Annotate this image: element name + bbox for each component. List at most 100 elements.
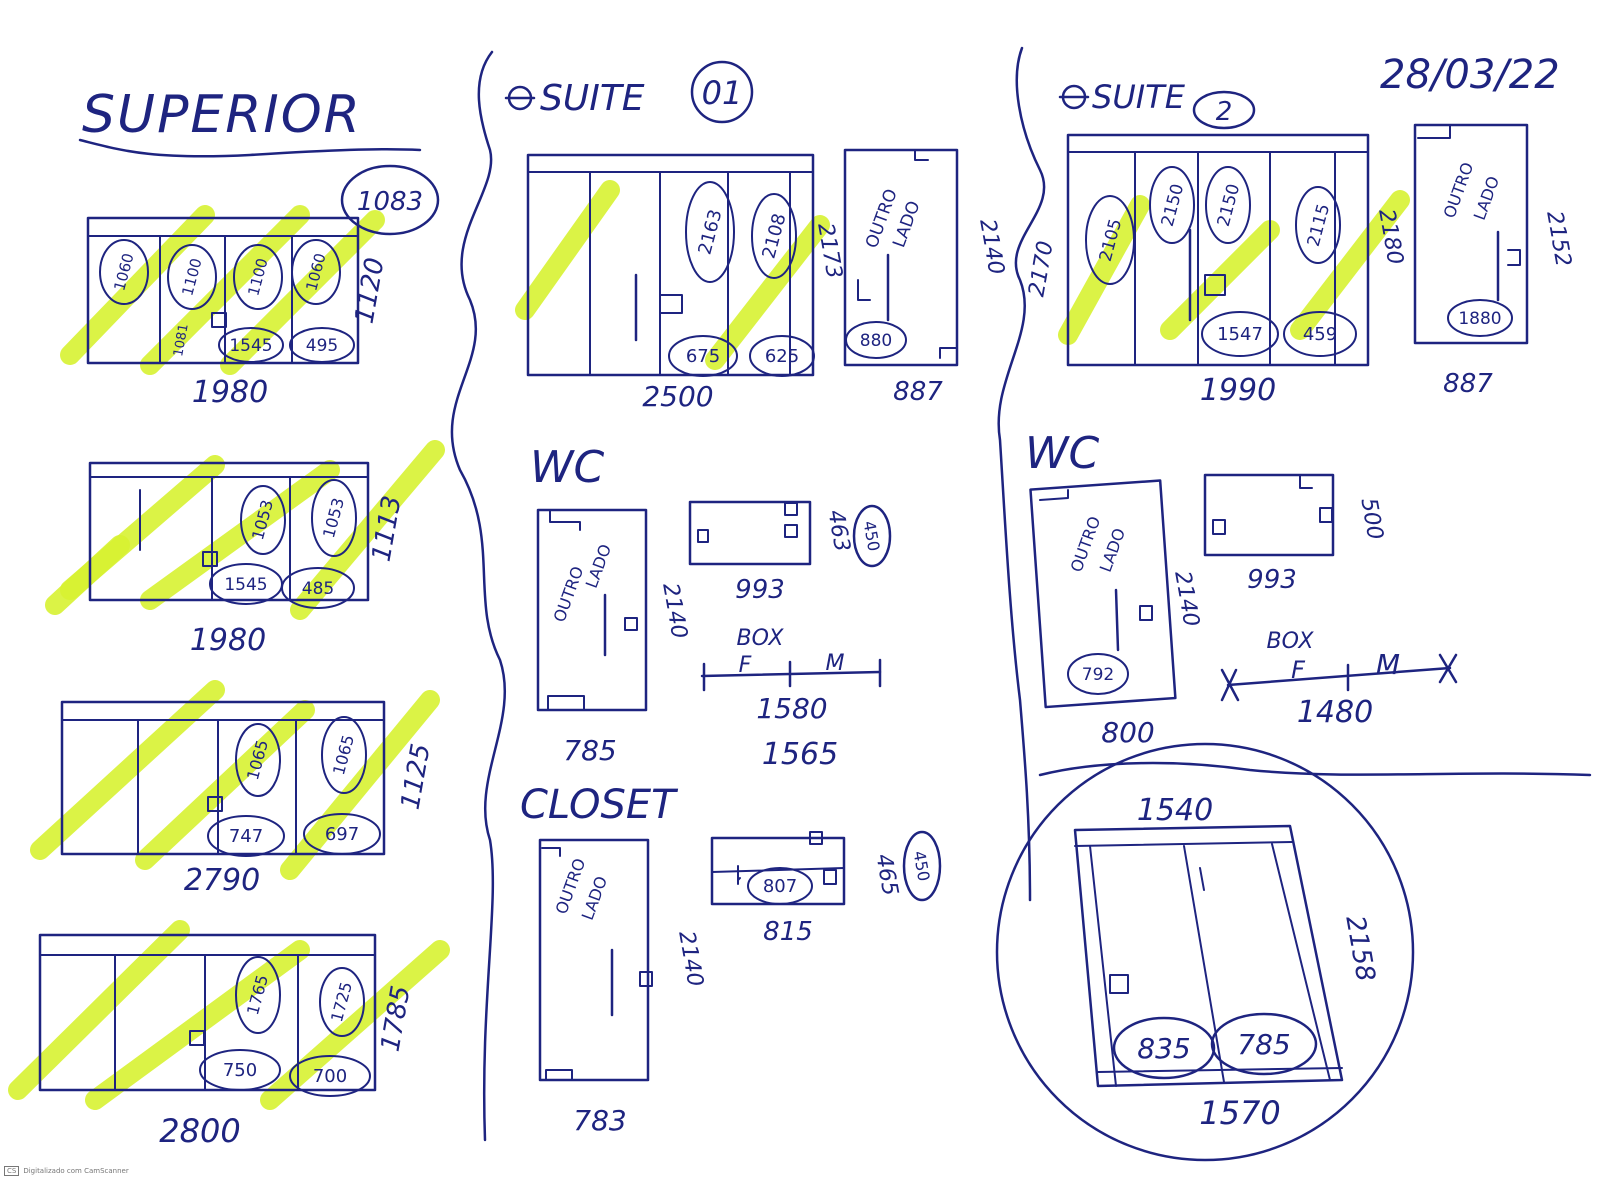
suite1-door-height: 2140 — [974, 217, 1008, 276]
suite1-number: 01 — [702, 74, 743, 112]
superior-u1-handle-2: 495 — [306, 336, 338, 356]
suite2-wc-box: 993 500 — [1203, 473, 1387, 595]
suite1-door-width: 887 — [893, 377, 943, 407]
suite2-main-label-2: 2150 — [1158, 182, 1189, 229]
superior-title: SUPERIOR — [82, 85, 362, 145]
suite2-main-handle-2: 459 — [1303, 324, 1337, 345]
suite1-door-handle: 880 — [860, 331, 892, 351]
round-height: 2158 — [1339, 913, 1380, 983]
superior-u3-label-1: 1065 — [243, 738, 272, 782]
suite1-closet-door: OUTRO LADO 2140 783 — [538, 838, 708, 1137]
suite1-closet-box-width: 815 — [763, 917, 813, 947]
suite2-wc-ruler: BOX F M 1480 — [1220, 629, 1458, 730]
suite2-title: SUITE — [1092, 78, 1186, 116]
suite1-closet-door-text2: LADO — [578, 874, 611, 923]
suite1-wc-box-frame — [688, 500, 812, 566]
round-detail-circle — [995, 742, 1415, 1162]
suite2-main-height: 2170 — [1024, 239, 1058, 298]
suite1-wc-ruler-f: F — [739, 653, 752, 678]
suite2-wc-box-frame — [1203, 473, 1335, 557]
superior-unit-1: 1060 1100 1100 1060 1545 495 1081 1083 1… — [60, 164, 440, 410]
suite1-closet-door-width: 783 — [573, 1104, 626, 1137]
suite1-wc-door-text1: OUTRO — [550, 564, 588, 625]
suite1-wc-ruler: BOX F M 1580 1565 — [700, 626, 882, 772]
suite1-wc-box-height: 463 — [822, 508, 854, 554]
round-top: 1540 — [1137, 793, 1213, 828]
round-bottom: 1570 — [1199, 1094, 1280, 1132]
superior-u2-handle-1: 1545 — [224, 575, 267, 595]
suite1-closet-box-inner: 807 — [763, 876, 797, 897]
suite2-wc-title: WC — [1025, 428, 1100, 479]
suite2-wc-box-width: 993 — [1247, 565, 1297, 595]
superior-title-underline — [78, 138, 422, 158]
superior-unit-3: 1065 1065 747 697 1125 2790 — [30, 680, 440, 898]
suite2-main-handle-1: 1547 — [1217, 324, 1263, 345]
suite1-closet-box-circle: 450 — [909, 849, 933, 882]
superior-u1-corner: 1083 — [357, 187, 423, 217]
suite1-closet-door-height: 2140 — [673, 929, 707, 988]
suite1-closet-door-frame — [538, 838, 650, 1082]
suite2-wc-door-height: 2140 — [1169, 569, 1203, 628]
suite2-door-text2: LADO — [1470, 174, 1503, 223]
suite2-main-height2: 2180 — [1373, 207, 1407, 266]
round-handle-2: 785 — [1237, 1028, 1290, 1061]
suite2-wc-ruler-v1: 1480 — [1297, 695, 1373, 730]
suite2-wc-ruler-f: F — [1291, 656, 1306, 684]
suite1-wc-box-circle: 450 — [859, 519, 883, 552]
suite1-wc-door-height: 2140 — [657, 581, 691, 640]
suite1-main-height: 2173 — [812, 221, 846, 280]
superior-u3-height: 1125 — [396, 741, 437, 811]
suite1-wc-ruler-label: BOX — [737, 626, 785, 651]
superior-unit-3-frame — [60, 700, 386, 856]
suite1-wc-door-width: 785 — [563, 734, 616, 767]
superior-u2-width: 1980 — [190, 623, 266, 658]
superior-unit-4: 1765 1725 750 700 1785 2800 — [8, 920, 450, 1150]
superior-unit-2: 1053 1053 1545 485 1113 1980 — [45, 440, 445, 658]
suite1-main-handle-2: 625 — [765, 346, 799, 367]
divider-bottom-right — [1038, 761, 1592, 777]
suite2-wc-box-height: 500 — [1355, 496, 1387, 542]
suite2-round-detail: 1540 835 785 2158 1570 — [995, 742, 1415, 1162]
suite1-wc-ruler-m: M — [826, 651, 845, 676]
suite1-main-label-1: 2163 — [694, 207, 726, 257]
suite1-wc-ruler-v1: 1580 — [756, 692, 827, 725]
suite2-number: 2 — [1216, 97, 1233, 127]
superior-unit-4-frame — [38, 933, 377, 1092]
divider-left — [450, 50, 506, 1142]
suite2-wc-ruler-m: M — [1376, 648, 1400, 681]
suite2-wc-door: OUTRO LADO 792 2140 800 — [1029, 479, 1204, 749]
suite2-wc-door-frame — [1029, 479, 1177, 709]
superior-u4-handle-2: 700 — [313, 1066, 347, 1087]
superior-u2-label-2: 1053 — [319, 496, 348, 540]
suite2-door-height: 2152 — [1541, 209, 1575, 268]
suite2-main-label-3: 2150 — [1214, 182, 1245, 229]
suite2-door-width: 887 — [1443, 369, 1493, 399]
superior-u2-height: 1113 — [367, 493, 408, 563]
superior-u3-handle-1: 747 — [229, 826, 263, 847]
superior-unit-1-frame — [86, 216, 360, 365]
superior-u4-handle-1: 750 — [223, 1060, 257, 1081]
scanner-logo: CS — [4, 1166, 20, 1176]
suite2-main-frame — [1066, 133, 1370, 367]
divider-right — [997, 46, 1046, 902]
superior-u1-note: 1081 — [171, 323, 192, 358]
superior-u3-handle-2: 697 — [325, 824, 359, 845]
suite2-wc-ruler-label: BOX — [1267, 629, 1315, 654]
suite1-title-group: SUITE 01 — [504, 60, 754, 124]
suite1-closet-title: CLOSET — [520, 782, 679, 828]
suite2-door: OUTRO LADO 1880 2152 887 — [1413, 123, 1576, 399]
superior-u1-handle-1: 1545 — [229, 336, 272, 356]
suite2-title-group: SUITE 2 — [1058, 78, 1256, 130]
suite1-closet-box: 807 815 465 450 — [710, 830, 942, 947]
suite2-main-width: 1990 — [1200, 373, 1276, 408]
superior-u2-handle-2: 485 — [302, 579, 334, 599]
suite2-door-frame — [1413, 123, 1529, 345]
suite1-wc-box: 993 463 450 — [688, 500, 892, 605]
suite1-main-width: 2500 — [642, 380, 713, 413]
superior-u3-width: 2790 — [184, 863, 260, 898]
scanner-footer: CS Digitalizado com CamScanner — [4, 1166, 129, 1176]
suite1-wc-box-width: 993 — [735, 575, 785, 605]
superior-u1-height: 1120 — [350, 255, 391, 325]
superior-unit-2-frame — [88, 461, 370, 602]
round-frame — [1073, 824, 1344, 1088]
